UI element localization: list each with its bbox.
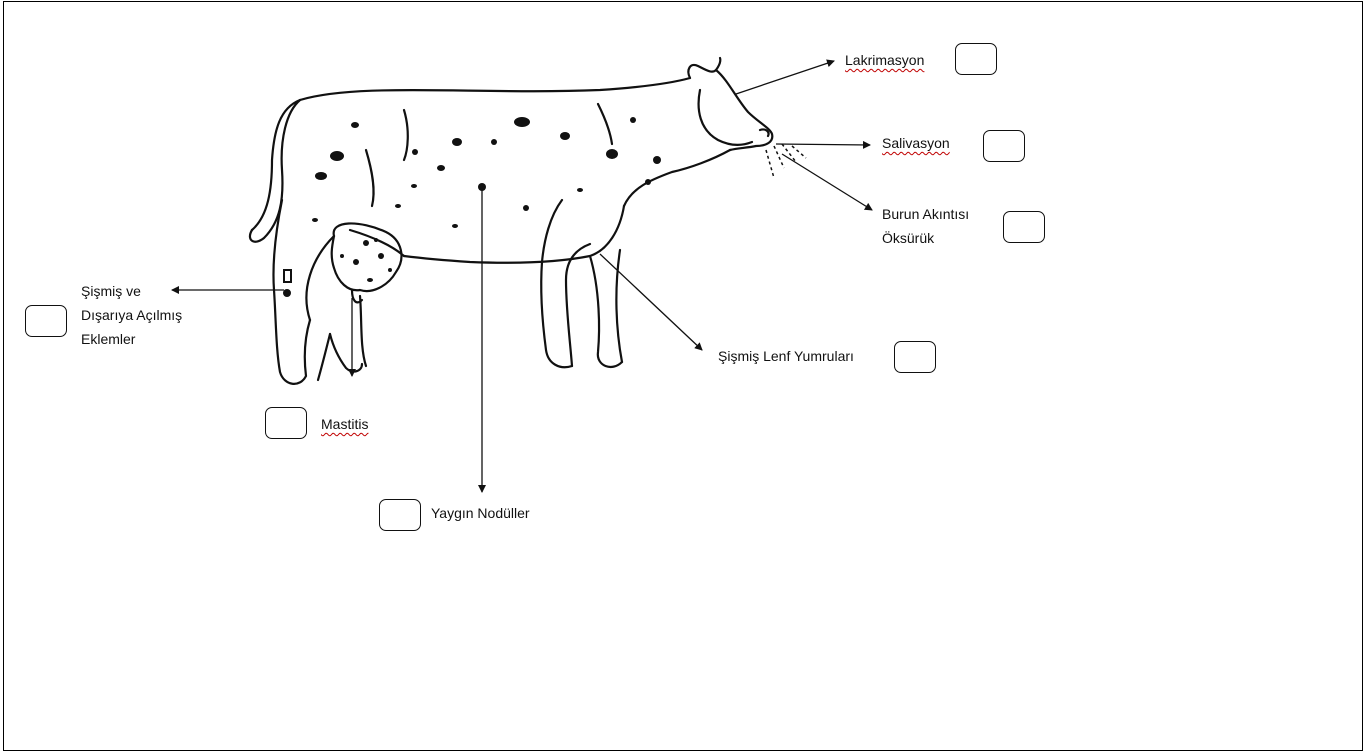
- label-burun-akintisi: Burun Akıntısı: [882, 205, 969, 223]
- checkbox-lenf-yumrulari[interactable]: [894, 341, 936, 373]
- label-eklem-2: Dışarıya Açılmış: [81, 306, 182, 324]
- checkbox-lakrimasyon[interactable]: [955, 43, 997, 75]
- label-eklem-3: Eklemler: [81, 330, 135, 348]
- checkbox-salivasyon[interactable]: [983, 130, 1025, 162]
- checkbox-burun-akintisi[interactable]: [1003, 211, 1045, 243]
- label-lakrimasyon: Lakrimasyon: [845, 51, 924, 69]
- cow-illustration: [250, 58, 772, 384]
- label-eklem-1: Şişmiş ve: [81, 282, 141, 300]
- checkbox-mastitis[interactable]: [265, 407, 307, 439]
- label-salivasyon: Salivasyon: [882, 134, 950, 152]
- label-lenf-yumrulari: Şişmiş Lenf Yumruları: [718, 347, 854, 365]
- saliva-marks: [766, 144, 806, 178]
- cow-spots: [312, 117, 661, 282]
- label-yaygin-noduller: Yaygın Nodüller: [431, 504, 530, 522]
- joint-swelling-marker: [284, 270, 291, 296]
- label-mastitis: Mastitis: [321, 415, 368, 433]
- label-oksuruk: Öksürük: [882, 229, 934, 247]
- checkbox-yaygin-noduller[interactable]: [379, 499, 421, 531]
- checkbox-eklemler[interactable]: [25, 305, 67, 337]
